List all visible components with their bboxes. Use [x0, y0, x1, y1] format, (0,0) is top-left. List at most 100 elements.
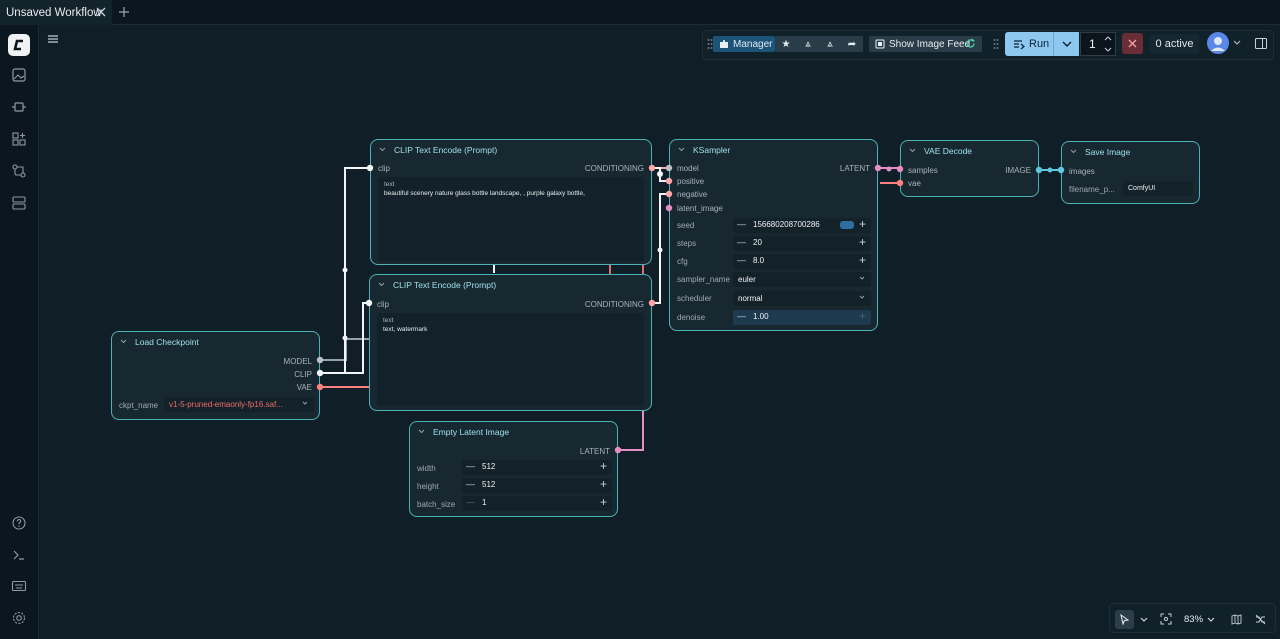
- decrement-icon[interactable]: —: [466, 497, 475, 507]
- increment-icon[interactable]: +: [599, 495, 607, 509]
- puzzle-icon: [720, 40, 728, 48]
- batch-size-widget[interactable]: — 1 +: [462, 495, 612, 511]
- models-icon[interactable]: [11, 99, 27, 115]
- node-ksampler[interactable]: KSampler model positive negative latent_…: [669, 139, 878, 331]
- chevron-down-icon[interactable]: [1140, 617, 1148, 623]
- filename-prefix-value: ComfyUI: [1128, 185, 1156, 192]
- active-queue-badge[interactable]: 0 active: [1150, 34, 1199, 54]
- width-value: 512: [482, 462, 496, 471]
- minimap-icon[interactable]: [1231, 614, 1242, 625]
- collapse-chevron-icon[interactable]: [120, 338, 127, 345]
- share-arrow-icon[interactable]: ➦: [847, 38, 857, 50]
- denoise-widget[interactable]: — 1.00 +: [733, 309, 871, 325]
- settings-gear-icon[interactable]: [11, 610, 27, 626]
- images-icon[interactable]: [11, 67, 27, 83]
- prompt-textarea[interactable]: text text, watermark: [377, 313, 644, 406]
- decrement-icon[interactable]: —: [466, 461, 475, 471]
- decrement-icon[interactable]: —: [466, 479, 475, 489]
- collapse-chevron-icon[interactable]: [909, 147, 916, 154]
- help-icon[interactable]: [11, 515, 27, 531]
- menu-icon[interactable]: [47, 33, 59, 45]
- batch-count-input[interactable]: 1: [1080, 32, 1116, 56]
- random-seed-icon[interactable]: [840, 221, 854, 229]
- node-library-icon[interactable]: [11, 131, 27, 147]
- scheduler-select[interactable]: normal: [733, 291, 871, 306]
- increment-icon[interactable]: +: [858, 235, 866, 249]
- output-clip-label: CLIP: [294, 370, 312, 379]
- collapse-chevron-icon[interactable]: [678, 146, 685, 153]
- terminal-icon[interactable]: [11, 547, 27, 563]
- stepper-icon[interactable]: [1104, 35, 1112, 53]
- model-update-icon[interactable]: ⩓: [827, 38, 833, 50]
- ckpt-name-label: ckpt_name: [119, 401, 159, 410]
- output-latent-label: LATENT: [579, 447, 610, 456]
- manager-label: Manager: [733, 38, 773, 50]
- chevron-down-icon[interactable]: [1233, 40, 1241, 46]
- panel-toggle-icon[interactable]: [1255, 38, 1267, 49]
- manager-button[interactable]: Manager: [713, 36, 775, 52]
- node-vae-decode[interactable]: VAE Decode samples vae IMAGE: [900, 140, 1039, 197]
- collapse-chevron-icon[interactable]: [379, 146, 386, 153]
- prompt-textarea[interactable]: text beautiful scenery nature glass bott…: [378, 177, 644, 261]
- manager-tools: ★ ⩓ ⩓ ➦: [775, 36, 863, 52]
- ckpt-name-select[interactable]: v1-5-pruned-emaonly-fp16.saf...: [164, 397, 314, 412]
- height-label: height: [417, 482, 439, 491]
- select-tool-button[interactable]: [1115, 610, 1134, 629]
- fit-view-icon[interactable]: [1160, 613, 1172, 625]
- drag-handle-icon[interactable]: [993, 38, 999, 50]
- close-icon[interactable]: [94, 5, 108, 19]
- seed-widget[interactable]: — 156680208700286 +: [733, 217, 871, 233]
- decrement-icon[interactable]: —: [737, 255, 746, 265]
- ckpt-name-value: v1-5-pruned-emaonly-fp16.saf...: [169, 400, 283, 409]
- zoom-level[interactable]: 83%: [1184, 614, 1204, 625]
- input-clip-label: clip: [378, 164, 391, 173]
- node-clip-text-encode-positive[interactable]: CLIP Text Encode (Prompt) clip CONDITION…: [370, 139, 652, 265]
- collapse-chevron-icon[interactable]: [418, 428, 425, 435]
- workflows-icon[interactable]: [11, 163, 27, 179]
- sampler-name-select[interactable]: euler: [733, 272, 871, 287]
- avatar[interactable]: [1207, 32, 1229, 54]
- denoise-label: denoise: [677, 313, 706, 322]
- star-icon[interactable]: ★: [781, 38, 791, 50]
- interrupt-button[interactable]: [1122, 33, 1143, 54]
- filename-prefix-input[interactable]: ComfyUI: [1123, 181, 1193, 196]
- chevron-down-icon[interactable]: [1207, 617, 1215, 623]
- collapse-chevron-icon[interactable]: [1070, 148, 1077, 155]
- add-tab-icon[interactable]: [117, 5, 131, 19]
- chevron-down-icon: [1062, 41, 1072, 47]
- steps-value: 20: [753, 238, 762, 247]
- increment-icon[interactable]: +: [599, 459, 607, 473]
- show-image-feed-button[interactable]: Show Image Feed: [869, 36, 982, 52]
- height-widget[interactable]: — 512 +: [462, 477, 612, 493]
- steps-widget[interactable]: — 20 +: [733, 235, 871, 251]
- decrement-icon[interactable]: —: [737, 219, 746, 229]
- tab-workflow[interactable]: Unsaved Workflow: [0, 0, 112, 25]
- image-feed-icon: [875, 39, 885, 49]
- hide-links-icon[interactable]: [1255, 614, 1266, 625]
- scheduler-value: normal: [738, 294, 763, 303]
- node-load-checkpoint[interactable]: Load Checkpoint MODEL CLIP VAE ckpt_name…: [111, 331, 320, 420]
- increment-icon[interactable]: +: [599, 477, 607, 491]
- keyboard-icon[interactable]: [11, 578, 27, 594]
- run-options-button[interactable]: [1053, 32, 1079, 56]
- input-latent-image-label: latent_image: [677, 204, 723, 213]
- input-positive-label: positive: [677, 177, 705, 186]
- cfg-label: cfg: [677, 257, 688, 266]
- decrement-icon[interactable]: —: [737, 311, 746, 321]
- collapse-chevron-icon[interactable]: [378, 281, 385, 288]
- node-clip-text-encode-negative[interactable]: CLIP Text Encode (Prompt) clip CONDITION…: [369, 274, 652, 411]
- decrement-icon[interactable]: —: [737, 237, 746, 247]
- output-latent-label: LATENT: [839, 164, 870, 173]
- increment-icon[interactable]: +: [858, 309, 866, 323]
- increment-icon[interactable]: +: [858, 217, 866, 231]
- templates-icon[interactable]: [11, 195, 27, 211]
- node-empty-latent-image[interactable]: Empty Latent Image LATENT width — 512 + …: [409, 421, 618, 517]
- node-save-image[interactable]: Save Image images filename_p... ComfyUI: [1061, 141, 1200, 204]
- cfg-widget[interactable]: — 8.0 +: [733, 253, 871, 269]
- increment-icon[interactable]: +: [858, 253, 866, 267]
- model-scan-icon[interactable]: ⩓: [805, 38, 811, 50]
- node-title: KSampler: [693, 145, 731, 155]
- drag-handle-icon[interactable]: [707, 38, 713, 50]
- width-widget[interactable]: — 512 +: [462, 459, 612, 475]
- comfy-logo[interactable]: [8, 34, 30, 56]
